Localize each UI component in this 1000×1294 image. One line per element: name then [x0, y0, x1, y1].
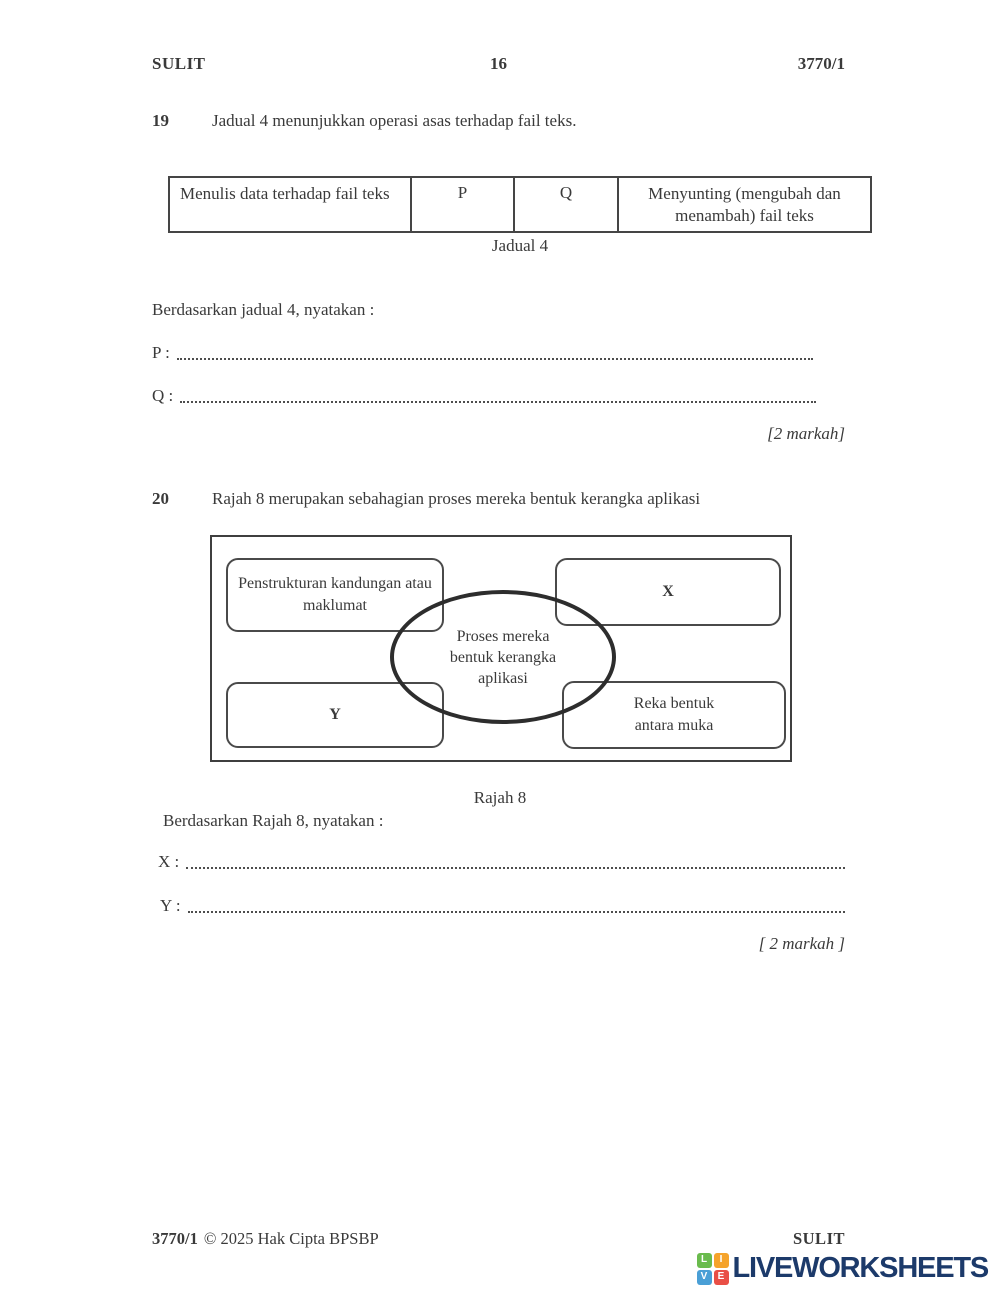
answer-line-p[interactable]	[176, 358, 813, 360]
logo-square-l: L	[696, 1252, 712, 1268]
liveworksheets-grid-icon: L I V E	[696, 1252, 729, 1285]
question-19-marks: [2 markah]	[767, 424, 845, 443]
diagram-center-ellipse: Proses mereka bentuk kerangka aplikasi	[390, 590, 616, 724]
liveworksheets-wordmark: LIVEWORKSHEETS	[732, 1252, 990, 1284]
diagram-center-ellipse-label: Proses mereka bentuk kerangka aplikasi	[449, 627, 557, 687]
answer-blank-q: Q :	[152, 384, 816, 406]
question-19-number: 19	[152, 111, 169, 130]
footer-copyright: 3770/1 © 2025 Hak Cipta BPSBP	[152, 1229, 793, 1249]
logo-square-e: E	[713, 1269, 729, 1285]
diagram-box-x-label: X	[662, 583, 674, 600]
question-19-prompt: Jadual 4 menunjukkan operasi asas terhad…	[212, 111, 577, 130]
question-19-instruction: Berdasarkan jadual 4, nyatakan :	[152, 300, 375, 319]
rajah-8-diagram: Penstrukturan kandungan atau maklumat X …	[210, 535, 792, 762]
question-20-number: 20	[152, 489, 169, 508]
jadual-4-caption: Jadual 4	[491, 236, 549, 255]
question-20-marks: [ 2 markah ]	[758, 934, 845, 953]
footer-copyright-text: © 2025 Hak Cipta BPSBP	[203, 1229, 379, 1248]
footer-confidential-label: SULIT	[792, 1229, 845, 1248]
blank-label-p: P :	[152, 343, 170, 362]
answer-blank-x: X :	[158, 850, 845, 872]
page-footer: 3770/1 © 2025 Hak Cipta BPSBP SULIT	[152, 1229, 845, 1249]
blank-label-q: Q :	[152, 386, 174, 405]
question-20-prompt: Rajah 8 merupakan sebahagian proses mere…	[212, 489, 701, 508]
page-number: 16	[490, 54, 507, 73]
question-19: 19 Jadual 4 menunjukkan operasi asas ter…	[152, 111, 880, 131]
table-cell-q: Q	[513, 178, 617, 231]
logo-square-i: I	[713, 1252, 729, 1268]
answer-line-y[interactable]	[187, 911, 845, 913]
table-cell-menulis: Menulis data terhadap fail teks	[180, 184, 390, 203]
question-20-instruction: Berdasarkan Rajah 8, nyatakan :	[163, 811, 384, 830]
question-20: 20 Rajah 8 merupakan sebahagian proses m…	[152, 489, 880, 509]
footer-paper-code: 3770/1	[152, 1229, 198, 1248]
diagram-box-reka-bentuk-label: Reka bentuk antara muka	[633, 695, 715, 734]
blank-label-x: X :	[158, 852, 180, 871]
answer-line-x[interactable]	[186, 867, 845, 869]
liveworksheets-logo[interactable]: L I V E LIVEWORKSHEETS	[696, 1252, 990, 1285]
header-confidential-label: SULIT	[152, 54, 206, 73]
diagram-box-y-label: Y	[329, 706, 341, 723]
diagram-box-reka-bentuk: Reka bentuk antara muka	[562, 681, 786, 749]
blank-label-y: Y :	[160, 896, 181, 915]
jadual-4-table: Menulis data terhadap fail teks P Q Meny…	[168, 176, 872, 233]
diagram-box-x: X	[555, 558, 781, 626]
table-cell-menyunting: Menyunting (mengubah dan menambah) fail …	[617, 178, 870, 231]
rajah-8-caption: Rajah 8	[473, 788, 527, 807]
page-header: SULIT 16 3770/1	[152, 54, 845, 74]
header-paper-code: 3770/1	[797, 54, 845, 73]
answer-blank-p: P :	[152, 341, 813, 363]
diagram-box-y: Y	[226, 682, 444, 748]
logo-square-v: V	[696, 1269, 712, 1285]
answer-blank-y: Y :	[160, 894, 845, 916]
diagram-box-penstrukturan-label: Penstrukturan kandungan atau maklumat	[238, 575, 432, 614]
answer-line-q[interactable]	[180, 401, 816, 403]
table-cell-p: P	[410, 178, 513, 231]
diagram-box-penstrukturan: Penstrukturan kandungan atau maklumat	[226, 558, 444, 632]
